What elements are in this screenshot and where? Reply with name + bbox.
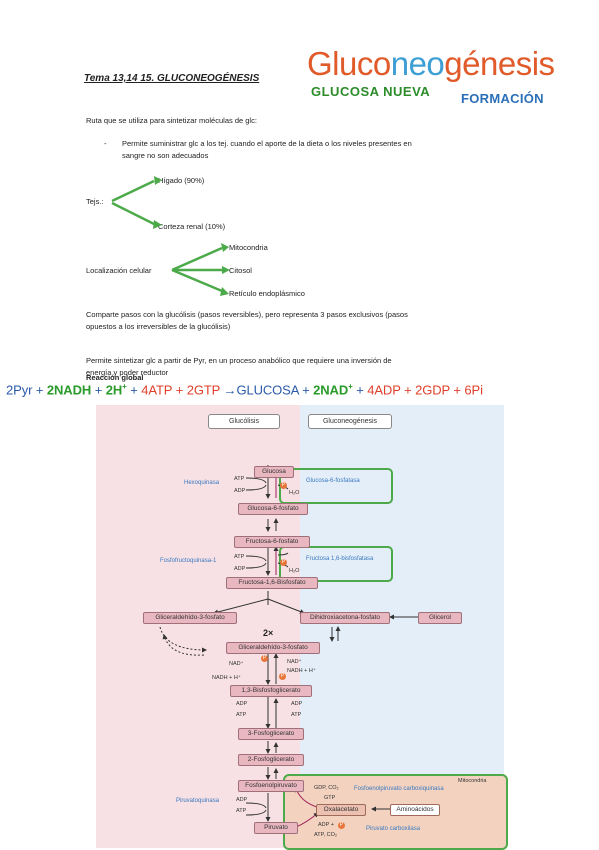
metabolite-g6p: Glucosa-6-fosfato <box>238 503 308 515</box>
bullet-text-1: Permite suministrar glc a los tej. cuand… <box>122 139 412 148</box>
enzyme-piruvatoquinasa: Piruvatoquinasa <box>176 798 220 804</box>
cofactor-atp-3: ATP <box>236 712 247 718</box>
tejs-corteza: Corteza renal (10%) <box>158 222 226 231</box>
bullet-text-2: sangre no son adecuados <box>122 151 209 160</box>
metabolite-2pg: 2-Fosfoglicerato <box>238 754 304 766</box>
cofactor-adp-5: ADP <box>236 797 248 803</box>
metabolite-pep: Fosfoenolpiruvato <box>238 780 304 792</box>
cofactor-nad-2: NAD⁺ <box>287 659 302 665</box>
logo-subtitle: GLUCOSA NUEVA <box>311 84 431 99</box>
glycolysis-panel <box>96 405 300 848</box>
global-equation: 2Pyr + 2NADH + 2H+ + 4ATP + 2GTP →GLUCOS… <box>6 382 483 398</box>
cofactor-atp-4: ATP <box>291 712 302 718</box>
cofactor-adp-p: ADP + <box>318 822 334 828</box>
metabolite-aminoacidos: Aminoácidos <box>390 804 440 816</box>
phosphate-icon: P <box>338 822 345 829</box>
bullet-dash: - <box>104 139 107 148</box>
logo-formacion: FORMACIÓN <box>461 91 544 106</box>
stoichiometry-2x: 2× <box>263 628 274 638</box>
cofactor-nadh-2: NADH + H⁺ <box>287 668 316 674</box>
cofactor-gtp: GTP <box>324 795 336 801</box>
loc-citosol: Citosol <box>229 266 252 275</box>
enzyme-fbpasa: Fructosa 1,6-bisfosfatasa <box>306 556 374 562</box>
metabolite-13bpg: 1,3-Bisfosfoglicerato <box>230 685 312 697</box>
enzyme-hexoquinasa: Hexoquinasa <box>184 480 220 486</box>
metabolite-glucosa: Glucosa <box>254 466 294 478</box>
metabolite-3pg: 3-Fosfoglicerato <box>238 728 304 740</box>
metabolite-dhap: Dihidroxiacetona-fosfato <box>300 612 390 624</box>
phosphate-icon: P <box>279 673 286 680</box>
metabolite-gald3p-left: Gliceraldehído-3-fosfato <box>143 612 237 624</box>
cofactor-nadh-1: NADH + H⁺ <box>212 675 241 681</box>
cofactor-atp-2: ATP <box>234 554 245 560</box>
loc-mitocondria: Mitocondria <box>229 243 268 252</box>
metabolite-gald3p: Gliceraldehído-3-fosfato <box>226 642 320 654</box>
page-title: Tema 13,14 15. GLUCONEOGÉNESIS <box>84 73 260 84</box>
cofactor-adp-4: ADP <box>291 701 303 707</box>
cofactor-adp-1: ADP <box>234 488 246 494</box>
loc-arrows <box>171 243 230 296</box>
header-glucolisis: Glucólisis <box>208 414 280 429</box>
intro-paragraph: Ruta que se utiliza para sintetizar molé… <box>86 116 257 125</box>
phosphate-icon: P <box>280 559 287 566</box>
pathway-arrows <box>159 465 418 828</box>
phosphate-icon: P <box>261 655 268 662</box>
metabolite-piruvato: Piruvato <box>254 822 298 834</box>
paragraph-3-line1: Permite sintetizar glc a partir de Pyr, … <box>86 356 392 365</box>
paragraph-2-line2: opuestos a los irreversibles de la glucó… <box>86 322 231 331</box>
cofactor-nad-1: NAD⁺ <box>229 661 244 667</box>
metabolite-oxalacetato: Oxalacetato <box>316 804 366 816</box>
paragraph-2-line1: Comparte pasos con la glucólisis (pasos … <box>86 310 408 319</box>
cofactor-atp-co2: ATP, CO₂ <box>314 832 338 838</box>
metabolite-f16bp: Fructosa-1,6-Bisfosfato <box>226 577 318 589</box>
cofactor-atp-1: ATP <box>234 476 245 482</box>
phosphate-icon: P <box>280 482 287 489</box>
label-mitocondria: Mitocondria <box>458 778 487 784</box>
cofactor-h2o-1: H₂O <box>289 490 300 496</box>
tejs-higado: Hígado (90%) <box>158 176 205 185</box>
loc-label: Localización celular <box>86 266 152 275</box>
tejs-arrows <box>111 176 162 229</box>
reaccion-heading: Reacción global <box>86 373 144 382</box>
header-gluconeogenesis: Gluconeogénesis <box>308 414 392 429</box>
loc-reticulo: Retículo endoplásmico <box>229 289 305 298</box>
cofactor-gdp-co2: GDP, CO₂ <box>314 785 339 791</box>
cofactor-adp-3: ADP <box>236 701 248 707</box>
paragraph-3-line2: energía y poder reductor <box>86 368 169 377</box>
tejs-label: Tejs.: <box>86 197 104 206</box>
logo-wordmark: Gluconeogénesis <box>307 45 555 82</box>
cofactor-adp-2: ADP <box>234 566 246 572</box>
cofactor-atp-5: ATP <box>236 808 247 814</box>
metabolite-glicerol: Glicerol <box>418 612 462 624</box>
cofactor-h2o-2: H₂O <box>289 568 300 574</box>
enzyme-piruvato-carboxilasa: Piruvato carboxilasa <box>366 826 421 832</box>
metabolite-f6p: Fructosa-6-fosfato <box>234 536 310 548</box>
enzyme-pepck: Fosfoenolpiruvato carboxiquinasa <box>354 786 444 792</box>
enzyme-pfk1: Fosfofructoquinasa-1 <box>160 558 217 564</box>
enzyme-g6pasa: Glucosa-6-fosfatasa <box>306 478 360 484</box>
